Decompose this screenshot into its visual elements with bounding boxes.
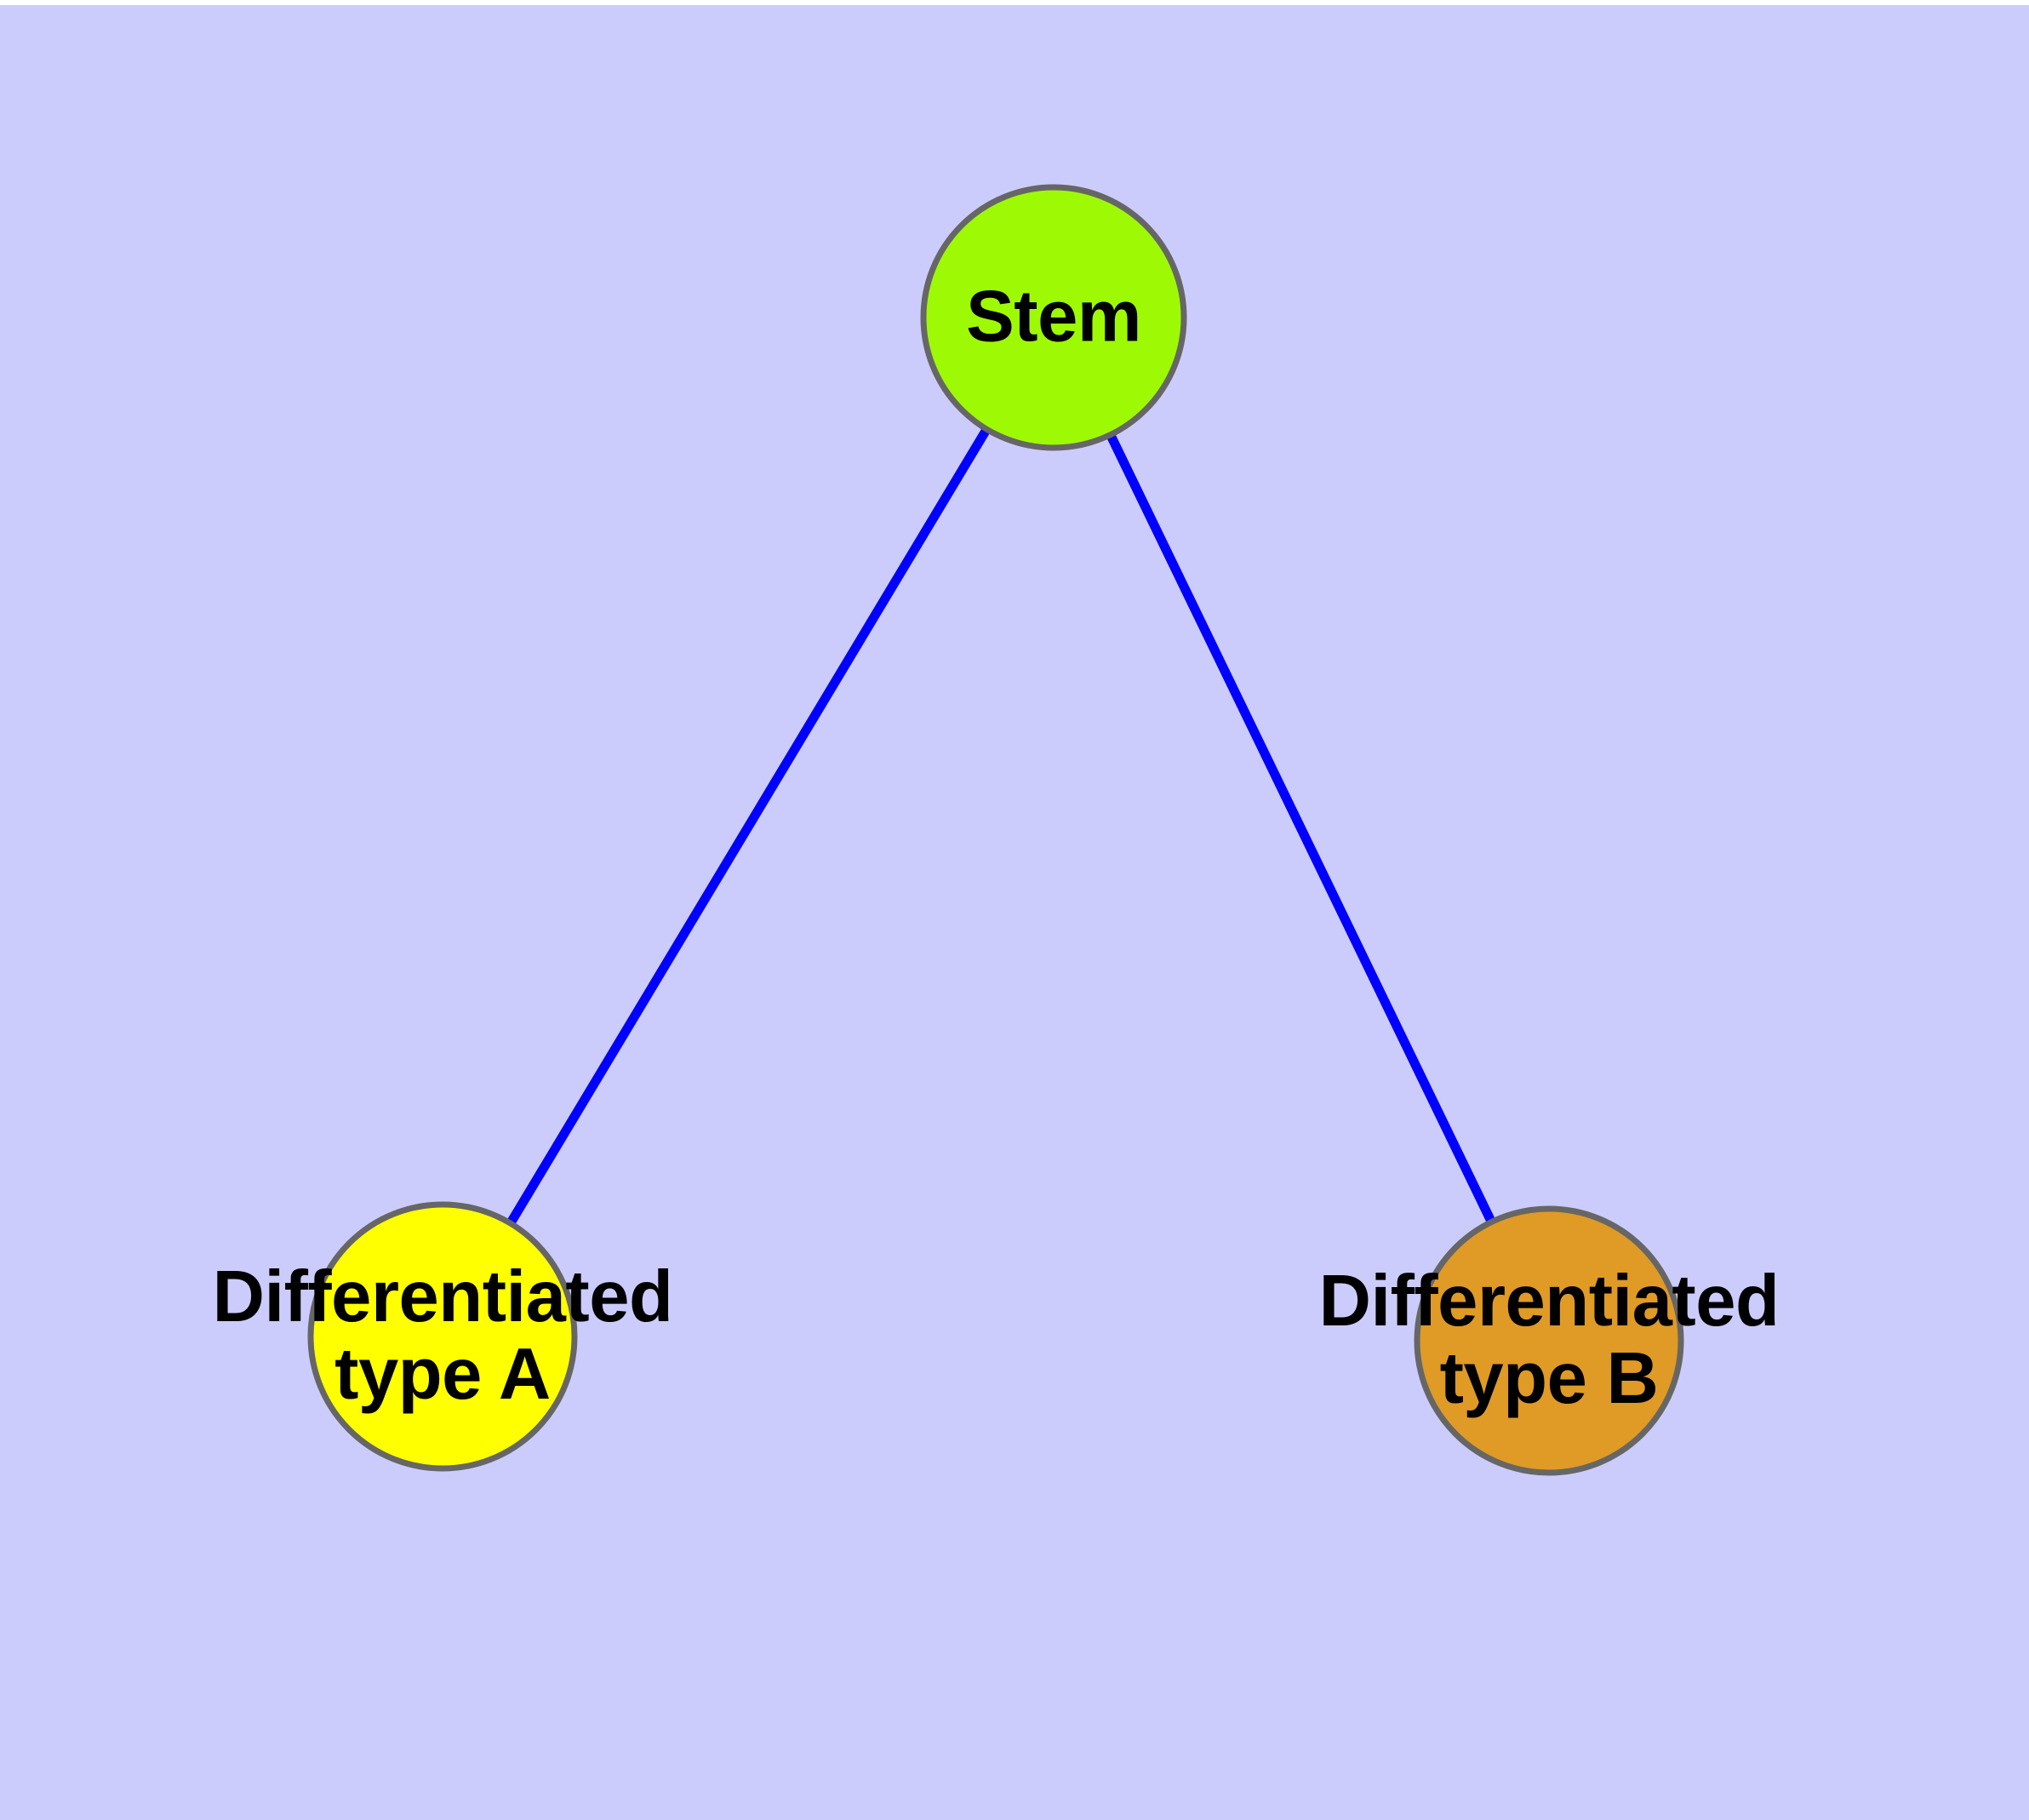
edge-stem-to-diff-a — [506, 426, 992, 1226]
edge-layer — [506, 426, 1496, 1226]
node-circle-differentiated-type-b[interactable] — [1414, 1205, 1684, 1476]
diagram-plot-area: Stem Differentiated type A Differentiate… — [0, 5, 2029, 1820]
edge-stem-to-diff-b — [1106, 432, 1496, 1224]
node-circle-stem[interactable] — [920, 184, 1187, 451]
node-layer — [307, 184, 1684, 1476]
graph-svg — [307, 184, 1684, 1476]
node-circle-differentiated-type-a[interactable] — [307, 1201, 578, 1472]
